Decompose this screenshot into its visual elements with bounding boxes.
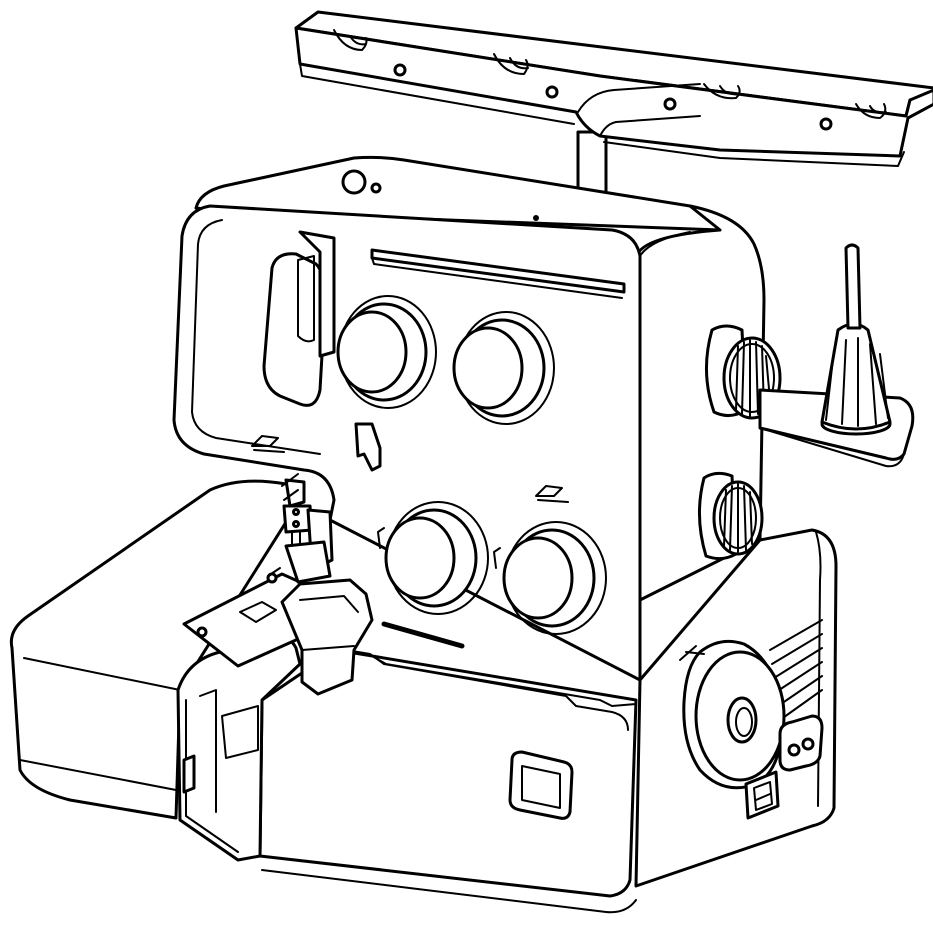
thread-mark-right bbox=[535, 485, 569, 503]
top-screw bbox=[533, 215, 539, 221]
thread-guide-bar bbox=[370, 248, 626, 294]
thread-stand-slot bbox=[855, 103, 887, 119]
lower-base bbox=[258, 648, 638, 914]
side-dial-lower bbox=[697, 471, 764, 561]
thread-stand-hub bbox=[577, 83, 701, 137]
tension-dial-3 bbox=[377, 501, 489, 615]
power-socket bbox=[778, 714, 824, 772]
indicator-line bbox=[381, 621, 465, 649]
tension-dial-4 bbox=[493, 521, 607, 635]
top-pin bbox=[370, 182, 382, 194]
lower-right-body bbox=[634, 528, 838, 888]
thread-stand-hole bbox=[393, 63, 407, 77]
thread-mark-left bbox=[251, 435, 285, 453]
take-up-lever-cover bbox=[262, 230, 336, 407]
thread-stand-slot bbox=[493, 53, 529, 75]
front-cover bbox=[9, 479, 302, 862]
thread-stand-bar-face bbox=[299, 63, 905, 167]
thread-stand-bar-front bbox=[294, 26, 933, 158]
thread-stand-slot bbox=[703, 83, 741, 100]
presser-foot bbox=[284, 540, 332, 584]
thread-stand bbox=[294, 10, 933, 201]
spool-pin-holder bbox=[758, 243, 915, 468]
tension-dial-2 bbox=[452, 311, 555, 425]
front-cover-latch bbox=[182, 754, 196, 794]
handwheel-hub bbox=[726, 696, 758, 744]
take-up-cover-top bbox=[298, 230, 336, 358]
base-front bbox=[258, 648, 638, 898]
base-cutout bbox=[345, 649, 629, 731]
thread-stand-hole bbox=[819, 117, 833, 131]
thread-hook bbox=[354, 422, 382, 472]
base-bottom-edge bbox=[261, 869, 637, 914]
vent-slots bbox=[769, 619, 823, 721]
looper-cover bbox=[280, 578, 374, 696]
head-front-panel-inner bbox=[191, 219, 321, 455]
presser-area bbox=[182, 473, 374, 696]
take-up-cover-outer bbox=[262, 252, 327, 407]
thread-guide-bar-edge bbox=[371, 257, 623, 299]
top-knob bbox=[341, 169, 367, 195]
thread-stand-hole bbox=[663, 97, 677, 111]
base-window bbox=[508, 750, 574, 820]
left-base bbox=[9, 479, 302, 820]
spool-pin bbox=[844, 243, 862, 330]
take-up-cover-slot bbox=[297, 255, 315, 343]
thread-stand-slot bbox=[333, 29, 368, 51]
thread-stand-hole bbox=[545, 85, 559, 99]
spool-cone bbox=[820, 322, 892, 431]
tension-dial-1 bbox=[336, 295, 437, 409]
